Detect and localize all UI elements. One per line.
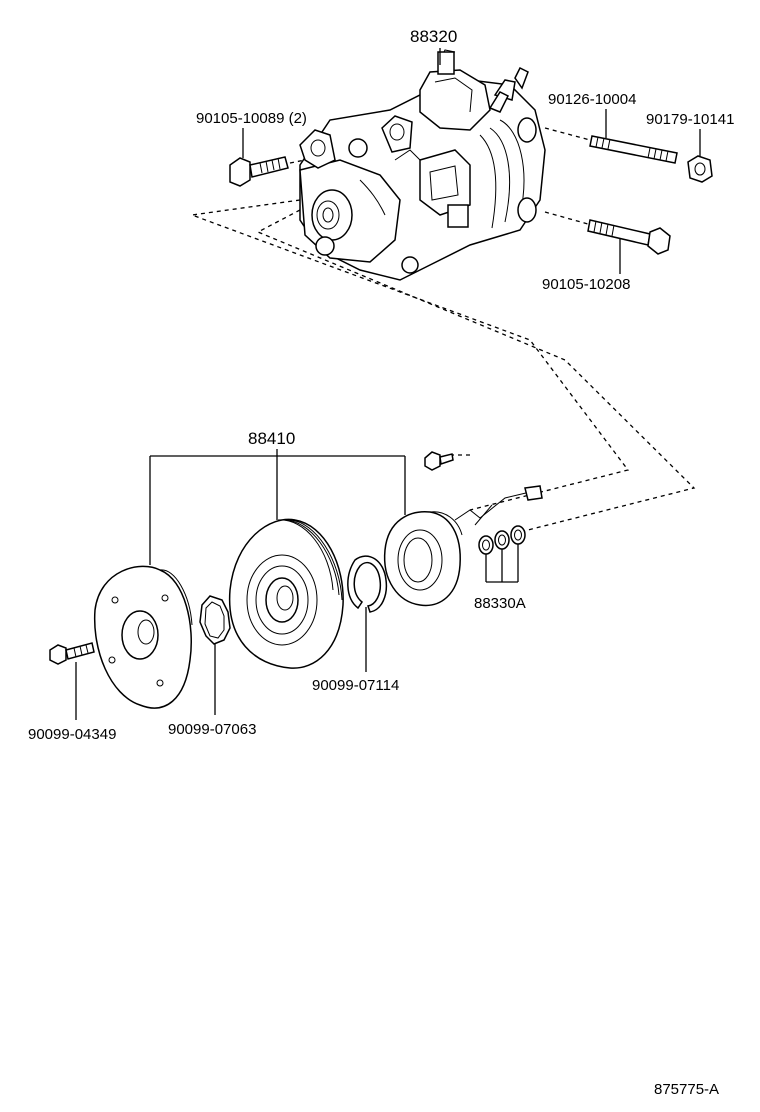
bolt-upper-left-label: 90105-10089 (2) (196, 110, 307, 127)
snap-ring-label: 90099-07114 (312, 677, 399, 694)
assembly-dashed-lines (191, 199, 696, 533)
pulley-illustration (228, 518, 344, 669)
stud-bolt-illustration (589, 135, 678, 164)
shims-label: 88330A (474, 595, 526, 612)
bolt-lower-right-label: 90105-10208 (542, 276, 630, 293)
clutch-shim-illustration (199, 595, 231, 645)
shims-illustration (478, 525, 526, 555)
bolt-upper-left-illustration (229, 156, 289, 187)
compressor-illustration (299, 49, 546, 281)
field-coil-illustration (383, 485, 543, 607)
compressor-label: 88320 (410, 27, 457, 46)
clutch-shim-label: 90099-07063 (168, 721, 256, 738)
coil-screw-illustration (424, 451, 454, 471)
clutch-bolt-illustration (49, 642, 95, 665)
shims-bracket (485, 544, 519, 583)
clutch-bolt-label: 90099-04349 (28, 726, 116, 743)
bolt-lower-right-illustration (587, 219, 671, 255)
clutch-assy-bracket (149, 449, 406, 565)
nut-label: 90179-10141 (646, 111, 734, 128)
snap-ring-illustration (347, 555, 388, 613)
nut-illustration (687, 155, 713, 183)
figure-id: 875775-A (654, 1081, 719, 1098)
stud-bolt-label: 90126-10004 (548, 91, 636, 108)
clutch-assy-label: 88410 (248, 429, 295, 448)
hub-plate-illustration (93, 565, 193, 709)
